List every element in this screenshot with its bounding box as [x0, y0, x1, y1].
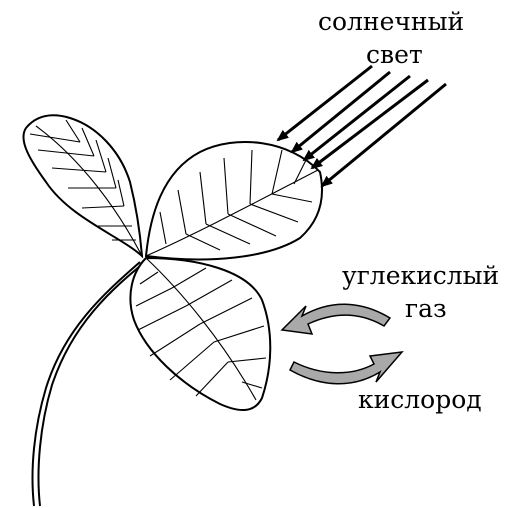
sunlight-arrow [322, 84, 446, 186]
sunlight-arrow [304, 76, 410, 160]
oxygen-label: кислород [358, 387, 482, 412]
sunlight-label-line2: свет [366, 42, 423, 67]
o2-out-arrow [290, 352, 402, 384]
left-leaflet [23, 115, 142, 256]
bottom-leaflet [130, 258, 270, 410]
sunlight-arrow [278, 66, 372, 140]
co2-label-line1: углекислый [342, 263, 499, 288]
top-right-leaflet [146, 142, 322, 259]
sunlight-label-line1: солнечный [318, 9, 464, 34]
sunlight-arrow [312, 80, 428, 168]
sunlight-arrow [292, 72, 390, 152]
co2-label-line2: газ [405, 296, 447, 321]
co2-in-arrow [282, 304, 390, 334]
